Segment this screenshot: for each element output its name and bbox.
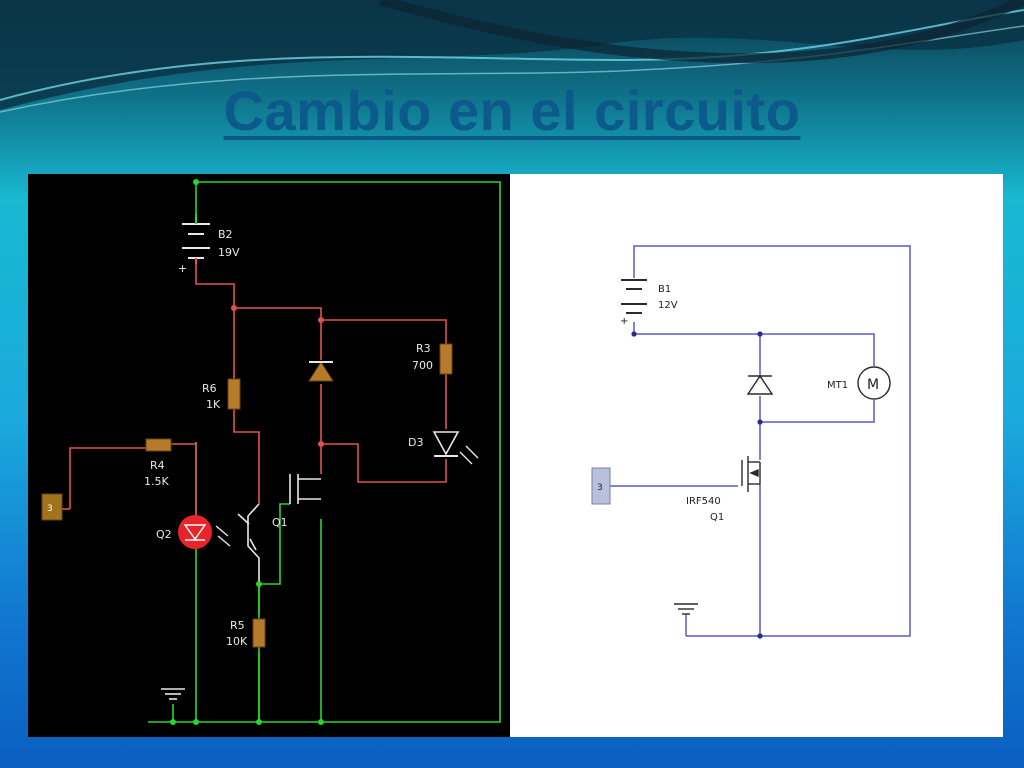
left-circuit-diagram: B2 19V + R3 700 R6 1K R4 1.5K R5 10K D3: [41, 179, 501, 725]
junctions-right: [631, 331, 763, 639]
ground-right: [674, 603, 698, 615]
r6-label: R6: [202, 382, 217, 395]
battery-b1: [621, 279, 647, 314]
b2-plus-sign: +: [178, 262, 187, 275]
mt1-label: MT1: [827, 380, 848, 391]
input-pin-right: [591, 467, 611, 505]
resistor-r6: [227, 378, 241, 410]
r5-value: 10K: [226, 635, 248, 648]
b2-label: B2: [218, 228, 233, 241]
left-circuit-panel: B2 19V + R3 700 R6 1K R4 1.5K R5 10K D3: [28, 174, 510, 737]
slide-title: Cambio en el circuito: [223, 79, 801, 142]
r5-label: R5: [230, 619, 245, 632]
resistor-r5: [252, 618, 266, 648]
ground-left: [161, 688, 185, 700]
led-q2: [178, 515, 231, 549]
right-circuit-diagram: B1 12V + M MT1 IRF540 Q1 3: [591, 245, 911, 639]
battery-b2: [182, 214, 210, 264]
resistor-r3: [439, 343, 453, 375]
r3-label: R3: [416, 342, 431, 355]
b1-label: B1: [658, 284, 671, 295]
b2-value: 19V: [218, 246, 240, 259]
motor-mt1: [857, 366, 891, 400]
r4-value: 1.5K: [144, 475, 169, 488]
led-d3: [432, 431, 479, 465]
d3-label: D3: [408, 436, 423, 449]
motor-symbol: M: [867, 377, 879, 393]
r6-value: 1K: [206, 398, 221, 411]
resistor-r4: [145, 438, 172, 452]
q2-label: Q2: [156, 528, 172, 541]
input-pin-left-label: 3: [47, 504, 53, 514]
b1-plus-sign: +: [620, 316, 628, 327]
r3-value: 700: [412, 359, 433, 372]
r4-label: R4: [150, 459, 165, 472]
transistor-part-label: IRF540: [686, 496, 721, 507]
b1-value: 12V: [658, 300, 678, 311]
diode-middle: [308, 361, 334, 382]
mosfet-q1-right: [741, 456, 761, 492]
transistor-name-label: Q1: [710, 512, 724, 523]
q1-label: Q1: [272, 516, 288, 529]
right-circuit-panel: B1 12V + M MT1 IRF540 Q1 3: [510, 174, 1003, 737]
input-pin-left: [41, 493, 70, 521]
diode-right: [746, 374, 774, 395]
input-pin-right-label: 3: [597, 483, 603, 493]
junctions-left: [170, 179, 324, 725]
header-waves: [0, 0, 1024, 113]
